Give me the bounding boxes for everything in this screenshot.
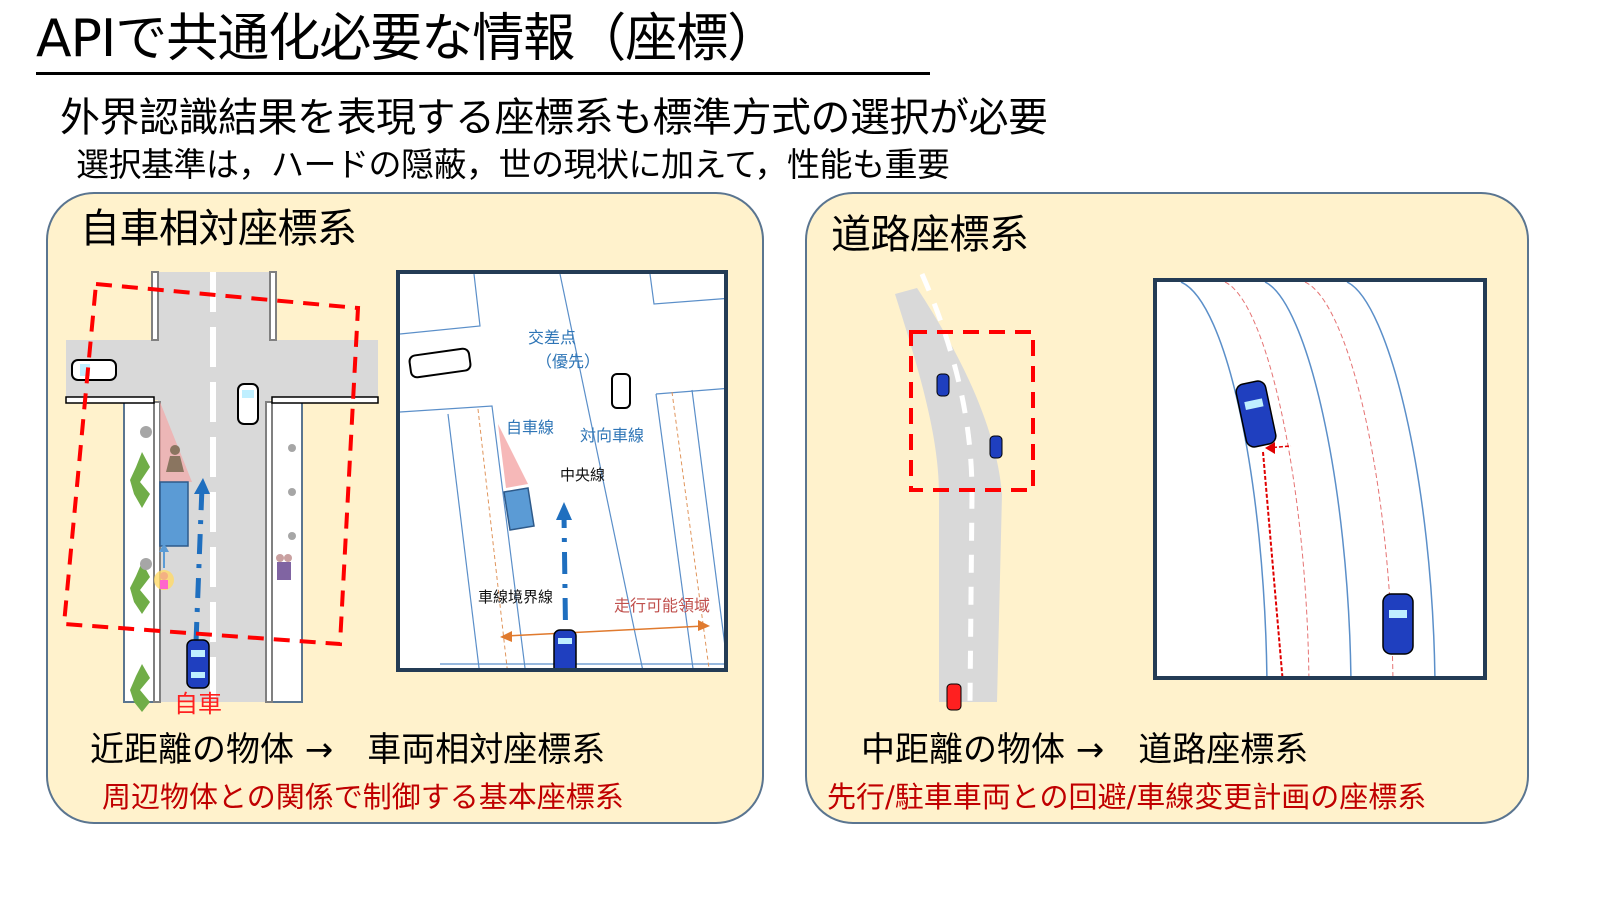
label-own-lane: 自車線 (506, 418, 555, 437)
title-underline (36, 72, 930, 75)
slide-sub-subtitle: 選択基準は，ハードの隠蔽，世の現状に加えて，性能も重要 (76, 145, 950, 184)
panel-note: 先行/駐車車両との回避/車線変更計画の座標系 (827, 780, 1427, 814)
ego-vehicle-label: 自車 (174, 690, 222, 718)
label-intersection: 交差点 (528, 328, 577, 347)
panel-caption: 近距離の物体 → 車両相対座標系 (90, 730, 606, 770)
intersection-diagram: 自車 (61, 271, 382, 718)
panel-caption: 中距離の物体 → 道路座標系 (861, 730, 1309, 770)
label-center-line: 中央線 (560, 466, 606, 484)
panel-note: 周辺物体との関係で制御する基本座標系 (102, 780, 624, 814)
panel-road-coordinate: 道路座標系 (805, 192, 1529, 824)
panel-title: 自車相対座標系 (80, 206, 357, 252)
label-lane-boundary: 車線境界線 (478, 588, 554, 606)
label-oncoming-lane: 対向車線 (580, 426, 645, 445)
road-coordinate-inset (1153, 278, 1487, 680)
panel-vehicle-relative: 自車相対座標系 (46, 192, 764, 824)
label-priority: （優先） (536, 352, 601, 371)
panel-title: 道路座標系 (831, 212, 1029, 258)
curved-road-diagram (887, 254, 1067, 714)
lane-schematic-inset: 交差点 （優先） 自車線 対向車線 中央線 車線境界線 走行可能領域 (396, 270, 728, 672)
slide-subtitle: 外界認識結果を表現する座標系も標準方式の選択が必要 (60, 95, 1048, 141)
slide-title: APIで共通化必要な情報（座標） (36, 9, 779, 69)
label-drivable-area: 走行可能領域 (614, 596, 711, 615)
